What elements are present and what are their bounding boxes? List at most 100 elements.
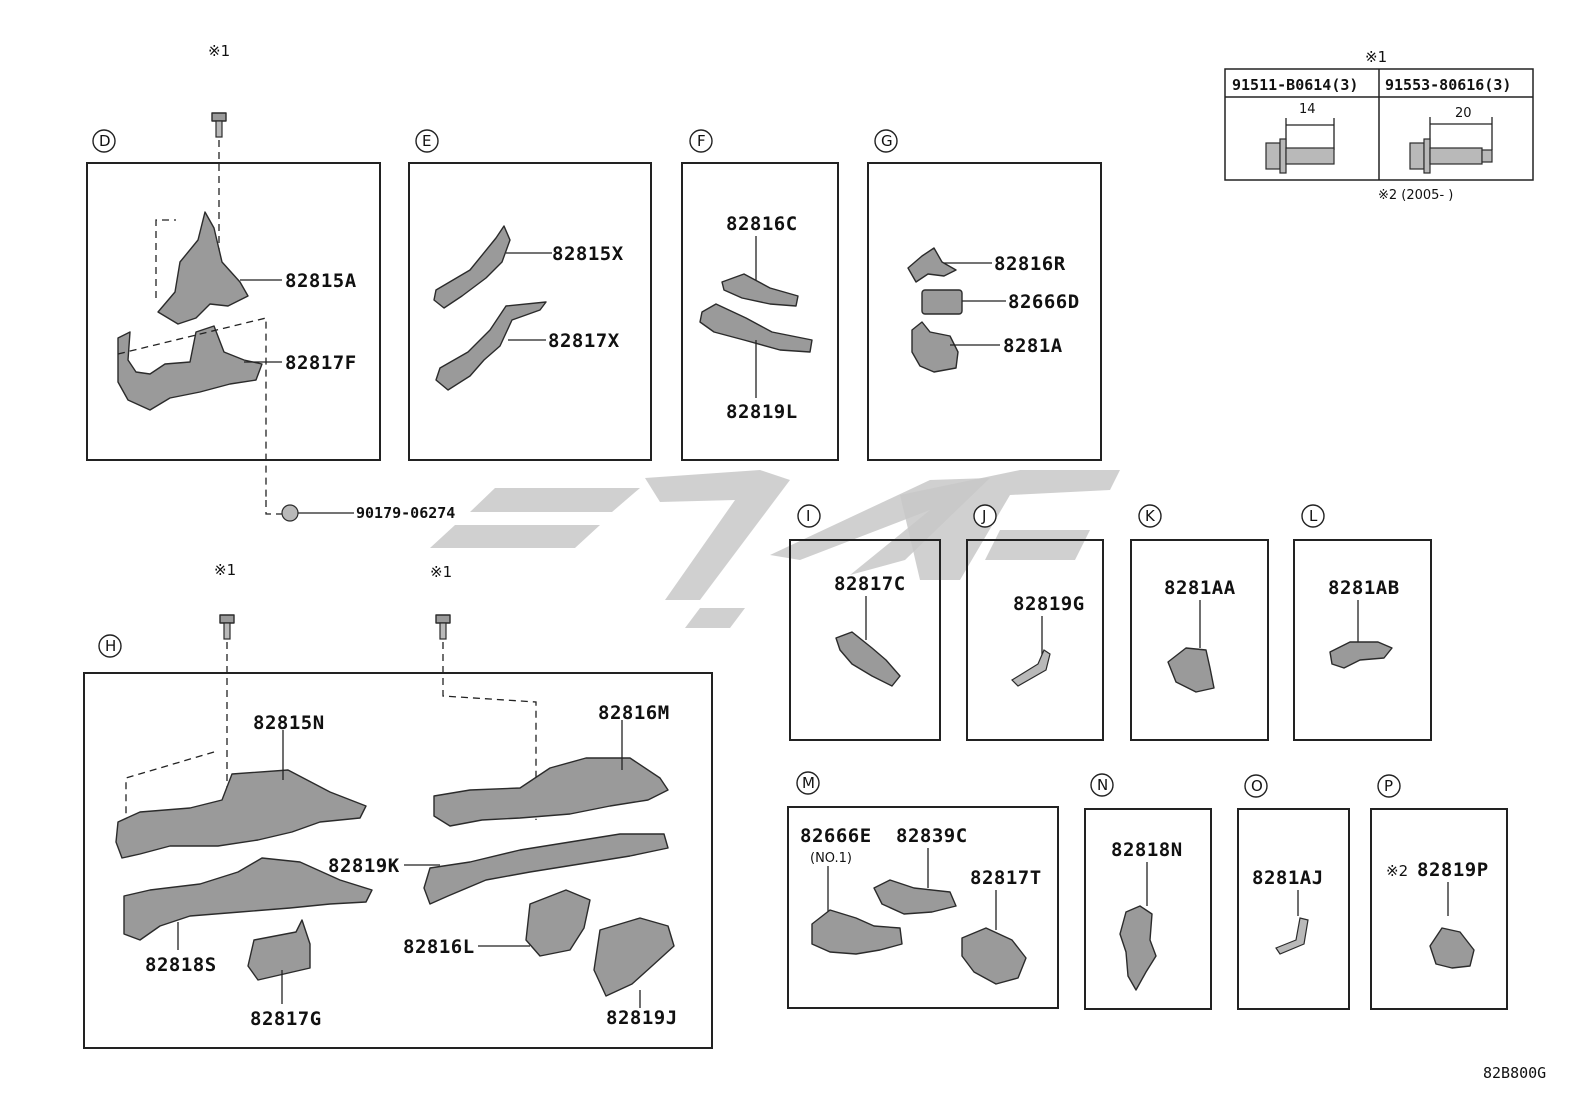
bracket-part <box>911 321 959 373</box>
part-number: 8281A <box>1003 335 1063 357</box>
group-box <box>966 539 1104 741</box>
group-box <box>86 162 381 461</box>
part-number: 82818N <box>1111 839 1183 861</box>
note-mark: ※1 <box>430 563 452 581</box>
group-g: G 82816R 82666D 8281A <box>867 129 1102 461</box>
group-f: F 82816C 82819L <box>681 129 839 461</box>
group-box <box>408 162 652 461</box>
group-letter: L <box>1309 507 1318 525</box>
bracket-part <box>835 631 901 687</box>
part-number: 8281AB <box>1328 577 1400 599</box>
group-box <box>789 539 941 741</box>
bracket-part <box>247 919 311 981</box>
part-number: 82819L <box>726 401 798 423</box>
group-k: K 8281AA <box>1130 504 1269 741</box>
group-l: L 8281AB <box>1293 504 1432 741</box>
member-part <box>433 225 511 309</box>
bracket-upper-part <box>157 211 249 325</box>
member-part <box>433 757 669 827</box>
watermark-logo <box>430 470 1120 628</box>
note-mark: ※2 <box>1386 862 1408 880</box>
note-mark: ※1 <box>208 42 230 60</box>
block-part <box>921 289 963 315</box>
group-box <box>1370 808 1508 1010</box>
bolt-icon <box>1265 138 1335 174</box>
part-number: 82818S <box>145 954 217 976</box>
part-number: 82839C <box>896 825 968 847</box>
part-number: 82815X <box>552 243 624 265</box>
group-h: H ※1 ※1 82815N 82816M <box>83 561 713 1049</box>
bracket-part <box>1275 917 1309 955</box>
group-box <box>787 806 1059 1009</box>
bracket-part <box>961 927 1027 985</box>
bracket-part <box>873 879 957 915</box>
group-j: J 82819G <box>966 504 1104 741</box>
part-number: 82816M <box>598 702 670 724</box>
group-box <box>83 672 713 1049</box>
group-letter: J <box>981 507 986 525</box>
part-number: 82817G <box>250 1008 322 1030</box>
part-number: 82817T <box>970 867 1042 889</box>
bracket-part <box>721 273 799 307</box>
part-number: 82819J <box>606 1007 678 1029</box>
group-letter: G <box>881 132 893 150</box>
bolt-icon <box>435 614 451 640</box>
bolt-icon <box>211 112 227 138</box>
clip-part-number: 90179-06274 <box>356 504 455 522</box>
group-letter: O <box>1251 777 1263 795</box>
group-letter: D <box>99 132 111 150</box>
part-number: 82819P <box>1417 859 1489 881</box>
bracket-part <box>1011 649 1051 687</box>
part-sub-note: (NO.1) <box>810 851 852 866</box>
group-letter: E <box>422 132 431 150</box>
part-number: 82666E <box>800 825 872 847</box>
part-number: 82816R <box>994 253 1066 275</box>
table-note-mark: ※1 <box>1365 48 1387 66</box>
bracket-part <box>593 917 675 997</box>
clip-part: 90179-06274 <box>265 500 455 522</box>
clip-icon <box>281 504 299 522</box>
group-box <box>1293 539 1432 741</box>
bolt-icon <box>1409 138 1493 174</box>
fastener-length-1: 14 <box>1299 102 1316 117</box>
group-o: O 8281AJ <box>1237 774 1350 1010</box>
table-footnote: ※2 (2005- ) <box>1378 188 1453 203</box>
group-n: N 82818N <box>1084 773 1212 1010</box>
bracket-part <box>699 303 813 353</box>
diagram-code: 82B800G <box>1483 1064 1546 1082</box>
member-part <box>123 857 373 941</box>
group-box <box>1237 808 1350 1010</box>
part-number: 82817C <box>834 573 906 595</box>
part-number: 8281AJ <box>1252 867 1324 889</box>
part-number: 82817F <box>285 352 357 374</box>
bracket-part <box>1429 927 1475 969</box>
bolt-icon <box>219 614 235 640</box>
bracket-lower-part <box>117 325 263 411</box>
bracket-part <box>525 889 591 957</box>
group-letter: I <box>806 507 810 525</box>
group-e: E 82815X 82817X <box>408 129 652 461</box>
member-part <box>435 301 547 391</box>
fastener-table: ※1 91511-B0614(3) 91553-80616(3) 14 20 ※… <box>1224 48 1534 203</box>
part-number: 8281AA <box>1164 577 1236 599</box>
group-p: P ※2 82819P <box>1370 774 1508 1010</box>
bracket-part <box>1167 647 1215 693</box>
fastener-part-1: 91511-B0614(3) <box>1232 76 1358 94</box>
part-number: 82817X <box>548 330 620 352</box>
part-number: 82815N <box>253 712 325 734</box>
group-m: M 82666E (NO.1) 82839C 82817T <box>787 771 1059 1009</box>
part-number: 82819G <box>1013 593 1085 615</box>
part-number: 82815A <box>285 270 357 292</box>
group-letter: N <box>1097 776 1108 794</box>
group-box <box>1130 539 1269 741</box>
part-number: 82816L <box>403 936 475 958</box>
fastener-part-2: 91553-80616(3) <box>1385 76 1511 94</box>
note-mark: ※1 <box>214 561 236 579</box>
member-part <box>115 769 367 859</box>
bracket-part <box>811 909 903 955</box>
bracket-part <box>1119 905 1157 991</box>
group-letter: H <box>105 637 116 655</box>
group-box <box>867 162 1102 461</box>
group-letter: M <box>802 774 815 792</box>
group-letter: P <box>1384 777 1393 795</box>
